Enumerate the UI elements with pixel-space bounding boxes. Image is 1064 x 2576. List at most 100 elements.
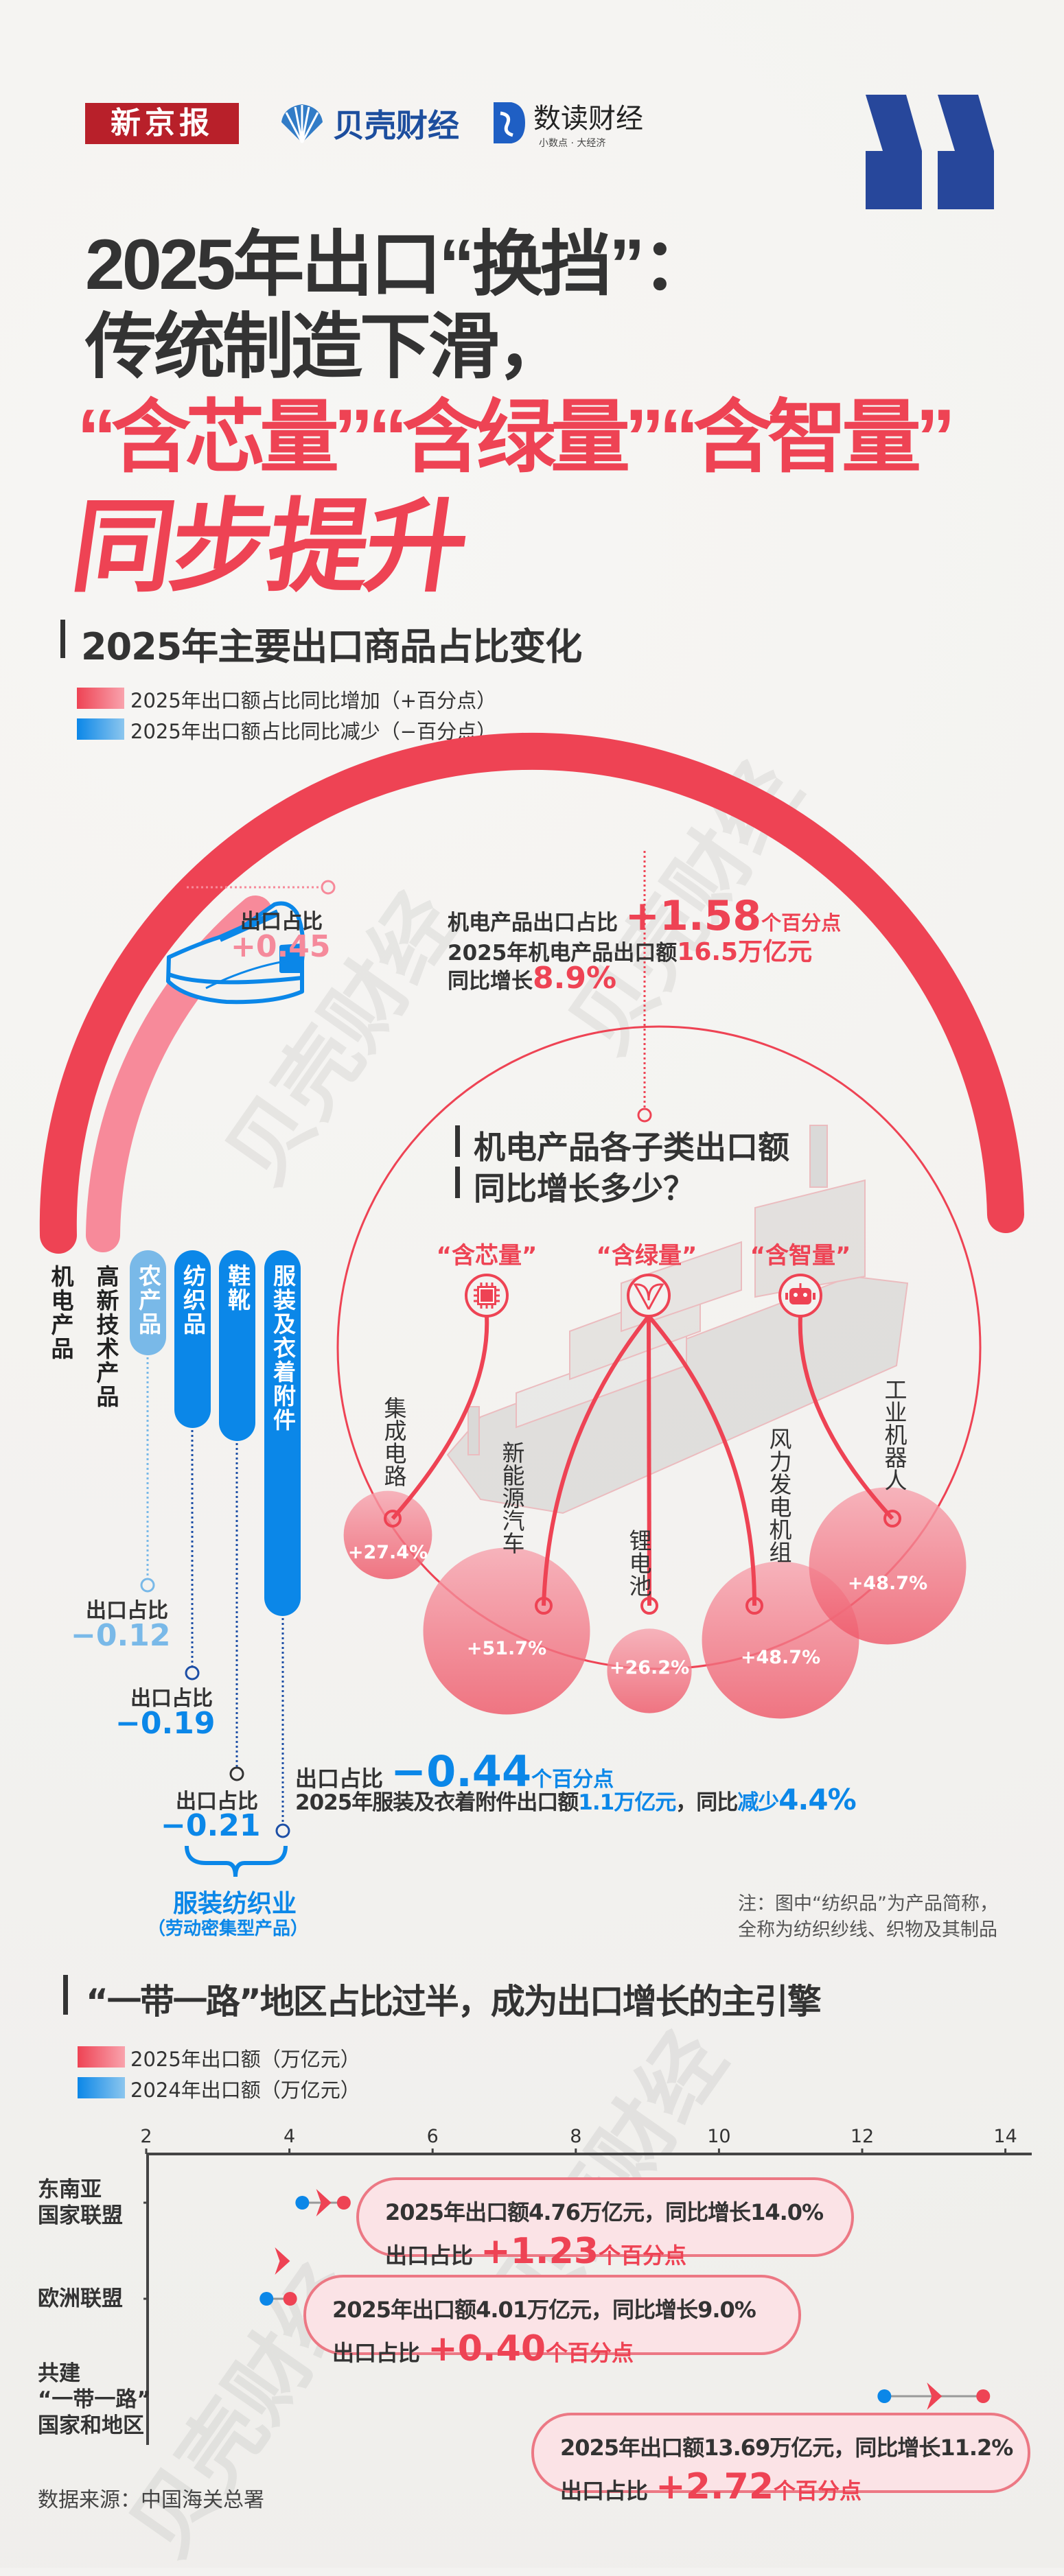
x-tick-label: 14 [993,2126,1017,2147]
apparel-yoy-prefix: ，同比 [675,1790,738,1815]
bar-apparel: 服装及衣着附件 [264,1250,301,1616]
growth-bubble-label: +51.7% [466,1638,547,1659]
apparel-yoy-value: 4.4% [778,1783,856,1816]
tag-smart-content: “含智量” [750,1242,851,1269]
row-label-asean: 东南亚国家联盟 [38,2177,123,2229]
mech-yoy-value: 8.9% [533,961,617,996]
growth-arrow-icon [316,2189,332,2216]
subsection-marker [455,1167,460,1198]
mech-yoy-prefix: 同比增长 [448,969,533,994]
connector-green-nev [542,1315,651,1606]
x-tick-label: 10 [707,2126,731,2147]
growth-bubble [809,1487,967,1645]
textile-pointer-dot [185,1665,200,1681]
legend-swatch-2025 [78,2046,125,2068]
apparel-note-line-2: 2025年服装及衣着附件出口额1.1万亿元，同比减少4.4% [295,1783,857,1816]
label-hitech-products: 高新技术产品 [93,1265,119,1409]
mech-amount-value: 16.5万亿元 [677,938,813,966]
chip-icon [465,1274,509,1318]
legend-label-2024: 2024年出口额（万亿元） [130,2079,360,2102]
label-industrial-robots: 工业机器人 [881,1378,907,1491]
mech-share-value: +1.58 [625,892,762,940]
connector-chip-ic [391,1315,489,1520]
growth-bubble-label: +48.7% [847,1573,928,1594]
apparel-yoy-direction: 减少 [737,1790,779,1815]
tag-green-content: “含绿量” [596,1242,697,1269]
row-label-line: 共建 [38,2361,80,2386]
callout-asean: 2025年出口额4.76万亿元，同比增长14.0% 出口占比 +1.23个百分点 [356,2177,854,2272]
hitech-share-label: 出口占比 [240,910,323,934]
bar-label-shoes: 鞋靴 [224,1264,251,1312]
dot-2024 [295,2196,310,2210]
connector-green-wind [647,1315,757,1606]
share-value: +2.72 [656,2466,774,2507]
dot-2024 [259,2292,274,2306]
x-tick-label: 12 [850,2126,875,2147]
callout-line-2: 出口占比 +1.23个百分点 [385,2231,851,2272]
mech-note-line-1: 机电产品出口占比 +1.58个百分点 [448,892,841,940]
apparel-note-prefix: 出口占比 [295,1766,391,1792]
share-unit: 个百分点 [546,2340,634,2366]
legend-label-decrease: 2025年出口额占比同比减少（−百分点） [130,720,497,743]
share-unit: 个百分点 [599,2243,687,2269]
yoy-value: 11.2% [940,2435,1013,2461]
group-sub-label: （劳动密集型产品） [148,1919,309,1939]
callout-line-2: 出口占比 +2.72个百分点 [560,2466,1028,2507]
callout-line-1: 2025年出口额4.76万亿元，同比增长14.0% [385,2195,851,2227]
growth-arrow-icon [275,2247,290,2275]
mech-share-unit: 个百分点 [761,911,842,935]
x-tick-label: 6 [426,2126,439,2147]
growth-bubble-label: +48.7% [740,1647,821,1668]
mech-share-prefix: 机电产品出口占比 [448,911,625,935]
callout-bri: 2025年出口额13.69万亿元，同比增长11.2% 出口占比 +2.72个百分… [531,2413,1030,2507]
yoy-value: 14.0% [750,2199,824,2225]
shoes-pointer-dot [229,1766,244,1781]
dot-2025 [283,2292,297,2306]
shudu-slogan: 小数点 · 大经济 [539,138,606,149]
shoes-share-label: 出口占比 [176,1790,258,1814]
footnote-line-1: 注：图中“纺织品”为产品简称， [738,1893,998,1915]
subsection-heading-line-1: 机电产品各子类出口额 [474,1129,789,1166]
title-line-1: 2025年出口“换挡”： [85,225,713,305]
amount-value: 4.76万亿元 [529,2199,645,2225]
label-new-energy-vehicles: 新能源汽车 [498,1441,525,1554]
title-line-2: 传统制造下滑， [85,307,568,387]
bar-label-textiles: 纺织品 [179,1264,207,1336]
apparel-note-line-1: 出口占比 −0.44个百分点 [295,1746,614,1796]
mech-note-line-2: 2025年机电产品出口额16.5万亿元 [448,932,812,968]
hitech-share-value: +0.45 [231,929,331,964]
leaf-icon [627,1274,671,1318]
agri-pointer-dot [140,1578,155,1593]
x-tick-label: 8 [570,2126,582,2147]
share-unit: 个百分点 [774,2478,862,2504]
shell-icon [281,104,323,143]
subsection-marker [455,1125,460,1157]
shoes-share-value: −0.21 [161,1808,261,1843]
yoy-prefix: ，同比增长 [644,2199,751,2225]
apparel-amount-prefix: 2025年服装及衣着附件出口额 [295,1790,579,1815]
amount-value: 13.69万亿元 [704,2435,834,2461]
label-lithium-batteries: 锂电池 [625,1529,652,1597]
label-mech-products: 机电产品 [47,1265,74,1361]
agri-share-label: 出口占比 [86,1599,168,1623]
row-label-line: 国家联盟 [38,2203,123,2228]
shudu-logo: 数读财经 小数点 · 大经济 [491,100,643,149]
bar-shoes: 鞋靴 [219,1250,255,1441]
section2-heading: “一带一路”地区占比过半，成为出口增长的主引擎 [86,1982,822,2022]
callout-line-1: 2025年出口额4.01万亿元，同比增长9.0% [332,2293,798,2324]
shoe-icon [166,901,305,1005]
growth-bubble [343,1490,432,1580]
dot-2025 [336,2196,351,2210]
dot-2024 [877,2389,892,2403]
section1-heading: 2025年主要出口商品占比变化 [81,625,582,668]
group-brace [185,1845,288,1877]
growth-bubble-label: +26.2% [609,1657,690,1678]
amount-prefix: 2025年出口额 [332,2297,476,2323]
row-label-line: 欧洲联盟 [38,2286,123,2311]
callout-eu: 2025年出口额4.01万亿元，同比增长9.0% 出口占比 +0.40个百分点 [303,2275,801,2369]
shudu-logo-text: 数读财经 [533,103,643,134]
textile-share-value: −0.19 [115,1706,216,1741]
legend-swatch-decrease [77,718,124,740]
